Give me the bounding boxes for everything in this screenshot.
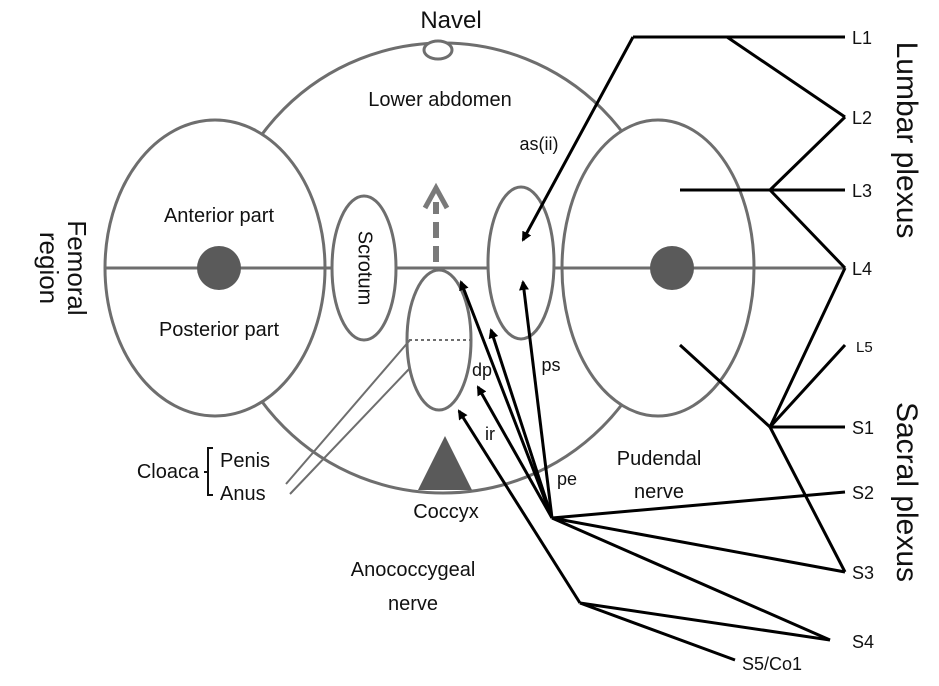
nerve-S4-branch xyxy=(552,518,830,640)
level-S1: S1 xyxy=(852,418,874,438)
femoral-region-label-2: region xyxy=(34,232,64,304)
lower-abdomen-label: Lower abdomen xyxy=(368,89,511,111)
scrotum-label: Scrotum xyxy=(354,231,376,305)
lumbar-plexus-label: Lumbar plexus xyxy=(890,42,923,239)
level-S5-Co1: S5/Co1 xyxy=(742,654,802,674)
cloaca-label: Cloaca xyxy=(137,461,200,483)
level-L4: L4 xyxy=(852,259,872,279)
pe-label: pe xyxy=(557,469,577,489)
pudendal-label-2: nerve xyxy=(634,481,684,503)
ps-label: ps xyxy=(541,355,560,375)
nerve-L1-L2-link xyxy=(727,37,845,117)
navel-shape xyxy=(424,41,452,59)
nerve-L2-L3-a xyxy=(770,117,845,190)
navel-label: Navel xyxy=(420,7,481,34)
anococcygeal-label-2: nerve xyxy=(388,593,438,615)
anterior-part-label: Anterior part xyxy=(164,205,274,227)
nerve-L3-L4 xyxy=(770,190,845,268)
nerve-S1-S3 xyxy=(770,427,845,572)
level-L5: L5 xyxy=(856,339,873,356)
nerve-S5-anococcygeal xyxy=(580,603,735,660)
penis-label: Penis xyxy=(220,450,270,472)
posterior-part-label: Posterior part xyxy=(159,319,279,341)
left-femoral-dot xyxy=(197,246,241,290)
anococcygeal-label-1: Anococcygeal xyxy=(351,559,476,581)
level-S4: S4 xyxy=(852,632,874,652)
level-S2: S2 xyxy=(852,483,874,503)
sacral-plexus-label: Sacral plexus xyxy=(890,402,923,582)
level-L3: L3 xyxy=(852,181,872,201)
cloaca-bracket xyxy=(204,448,213,495)
penis-pointer-line xyxy=(286,340,410,484)
pudendal-label-1: Pudendal xyxy=(617,448,702,470)
right-small-ellipse xyxy=(488,187,554,339)
text-labels: Navel Lower abdomen Anterior part Poster… xyxy=(34,7,923,674)
dp-label: dp xyxy=(472,360,492,380)
nerve-S4-anococcygeal xyxy=(580,603,830,640)
anus-pointer-line xyxy=(290,368,410,494)
nerve-L5-S1 xyxy=(770,345,845,427)
coccyx-triangle xyxy=(418,436,472,490)
right-femoral-dot xyxy=(650,246,694,290)
nerve-L4-S1 xyxy=(770,268,845,427)
coccyx-label: Coccyx xyxy=(413,501,479,523)
femoral-region-label-1: Femoral xyxy=(62,220,92,315)
level-S3: S3 xyxy=(852,563,874,583)
nerve-S3-branch xyxy=(552,518,845,572)
as-ii-label: as(ii) xyxy=(520,134,559,154)
ir-label: ir xyxy=(485,424,495,444)
level-L1: L1 xyxy=(852,28,872,48)
nerve-S2-branch xyxy=(552,492,845,518)
anus-label: Anus xyxy=(220,483,266,505)
level-L2: L2 xyxy=(852,108,872,128)
